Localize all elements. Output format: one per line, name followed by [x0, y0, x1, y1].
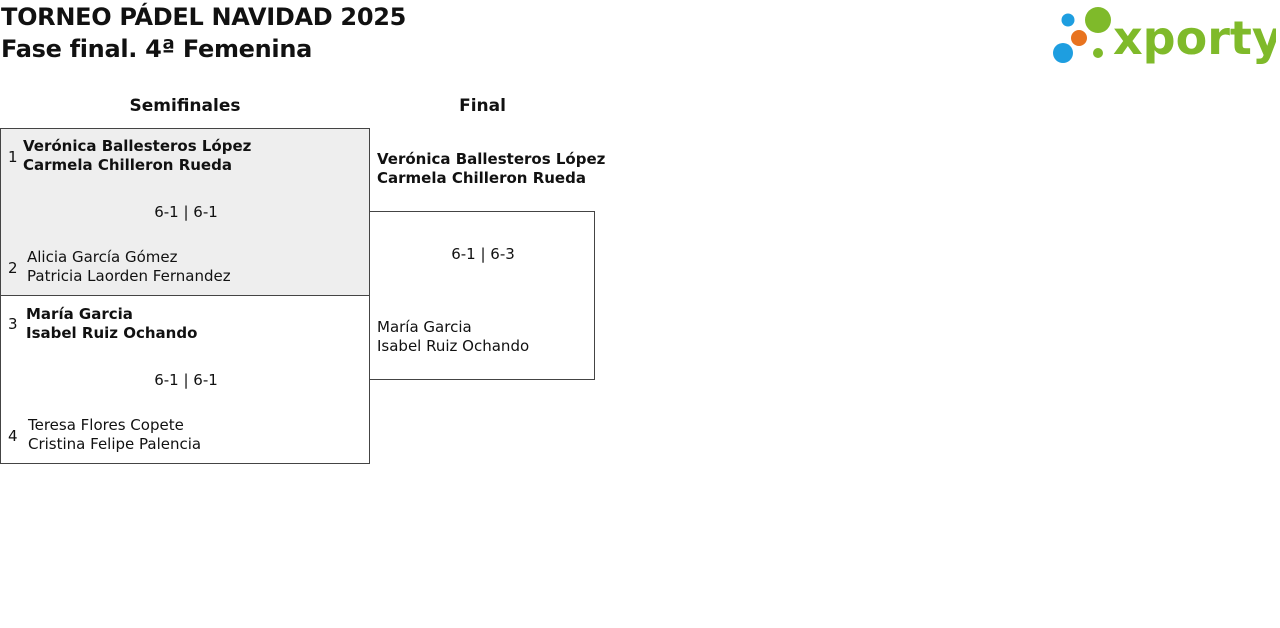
- team-loser: Teresa Flores Copete Cristina Felipe Pal…: [28, 416, 201, 454]
- player-name: María Garcia: [26, 305, 133, 323]
- page-title: TORNEO PÁDEL NAVIDAD 2025: [1, 3, 407, 31]
- player-name: María Garcia: [377, 318, 472, 336]
- final-team-loser: María Garcia Isabel Ruiz Ochando: [377, 318, 529, 356]
- logo-wordmark: xporty: [1113, 11, 1276, 65]
- logo-dot-green: [1085, 7, 1111, 33]
- match-score: 6-1 | 6-3: [451, 245, 515, 263]
- player-name: Isabel Ruiz Ochando: [26, 324, 198, 342]
- player-name: Verónica Ballesteros López: [23, 137, 252, 155]
- logo-dot-blue: [1053, 43, 1073, 63]
- seed-number: 1: [8, 148, 18, 166]
- xporty-logo: xporty: [1053, 7, 1276, 65]
- semifinal-match-2: 3 María Garcia Isabel Ruiz Ochando 6-1 |…: [0, 295, 370, 464]
- page-subtitle: Fase final. 4ª Femenina: [1, 35, 313, 63]
- player-name: Carmela Chilleron Rueda: [377, 169, 586, 187]
- seed-number: 3: [8, 315, 18, 333]
- logo-dot-green-small: [1093, 48, 1103, 58]
- player-name: Cristina Felipe Palencia: [28, 435, 202, 453]
- final-team-winner: Verónica Ballesteros López Carmela Chill…: [377, 150, 605, 188]
- player-name: Patricia Laorden Fernandez: [27, 267, 231, 285]
- team-winner: Verónica Ballesteros López Carmela Chill…: [23, 137, 251, 175]
- semifinal-match-1: 1 Verónica Ballesteros López Carmela Chi…: [0, 128, 370, 296]
- match-score: 6-1 | 6-1: [154, 203, 218, 221]
- player-name: Verónica Ballesteros López: [377, 150, 606, 168]
- round-label-final: Final: [459, 96, 506, 116]
- seed-number: 4: [8, 427, 18, 445]
- player-name: Alicia García Gómez: [27, 248, 178, 266]
- match-score: 6-1 | 6-1: [154, 371, 218, 389]
- player-name: Carmela Chilleron Rueda: [23, 156, 232, 174]
- team-winner: María Garcia Isabel Ruiz Ochando: [26, 305, 197, 343]
- round-label-semifinals: Semifinales: [129, 96, 241, 116]
- logo-dot-orange: [1071, 30, 1087, 46]
- logo-dot-blue-small: [1061, 13, 1075, 27]
- seed-number: 2: [8, 259, 18, 277]
- player-name: Teresa Flores Copete: [28, 416, 184, 434]
- team-loser: Alicia García Gómez Patricia Laorden Fer…: [27, 248, 231, 286]
- final-match: 6-1 | 6-3 María Garcia Isabel Ruiz Ochan…: [369, 211, 595, 380]
- player-name: Isabel Ruiz Ochando: [377, 337, 530, 355]
